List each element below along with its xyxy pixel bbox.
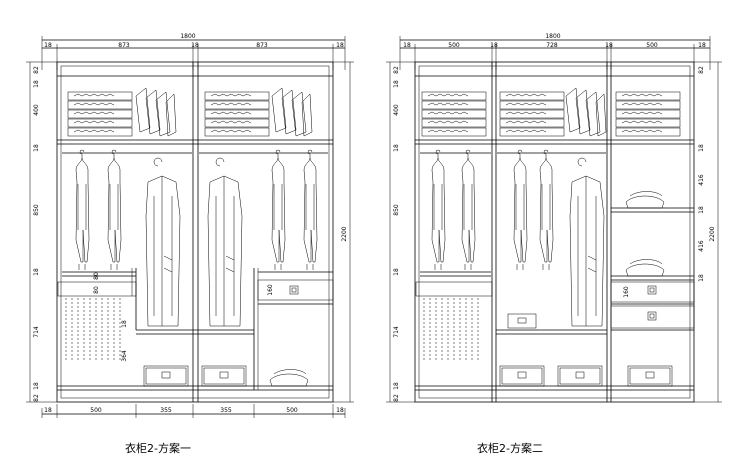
scheme2-left-h-7: 714 <box>393 326 400 338</box>
scheme1-top-total: 1800 <box>180 33 195 40</box>
scheme2-right-h-6: 18 <box>698 274 705 282</box>
scheme1-top-part-5: 18 <box>336 42 344 49</box>
scheme2-right-h-2: 18 <box>698 144 705 152</box>
scheme1-left-h-4: 18 <box>33 144 40 152</box>
scheme1-inner-1: 80 <box>93 272 100 280</box>
scheme2-top-part-3: 18 <box>490 42 498 49</box>
scheme1-right-total: 2200 <box>341 226 348 241</box>
scheme2-top-part-1: 18 <box>403 42 411 49</box>
scheme1-hanging-towels <box>65 298 121 362</box>
scheme1-left-h-7: 714 <box>33 326 40 338</box>
scheme1-inner-3: 160 <box>267 284 274 296</box>
scheme1-top-part-3: 18 <box>191 42 199 49</box>
scheme1-bottom-1: 18 <box>44 407 52 414</box>
scheme2-left-h-1: 82 <box>393 66 400 74</box>
scheme2-left-h-6: 18 <box>393 268 400 276</box>
scheme2-top-part-4: 728 <box>546 42 558 49</box>
scheme2-left-h-2: 18 <box>393 80 400 88</box>
scheme1-left-h-6: 18 <box>33 268 40 276</box>
scheme1-bottom-6: 18 <box>336 407 344 414</box>
scheme2-top-part-6: 500 <box>646 42 658 49</box>
scheme2-right-h-1: 82 <box>698 66 705 74</box>
scheme1-bottom-4: 355 <box>220 407 232 414</box>
scheme2-top-part-7: 18 <box>698 42 706 49</box>
scheme2-left-h-3: 400 <box>393 104 400 116</box>
scheme2-hanging-towels <box>423 298 479 362</box>
scheme2-right-h-5: 416 <box>698 240 705 252</box>
scheme1-left-h-1: 82 <box>33 66 40 74</box>
scheme2-top-part-2: 500 <box>448 42 460 49</box>
scheme1-bottom-2: 500 <box>90 407 102 414</box>
scheme1-top-part-2: 873 <box>118 42 130 49</box>
scheme2-inner-1: 160 <box>623 286 630 298</box>
scheme1-bottom-3: 355 <box>160 407 172 414</box>
scheme2-right-h-4: 18 <box>698 206 705 214</box>
scheme1-left-h-8: 18 <box>33 382 40 390</box>
scheme1-left-h-3: 400 <box>33 104 40 116</box>
scheme2-right-h-3: 416 <box>698 174 705 186</box>
scheme2-right-total: 2200 <box>709 226 716 241</box>
scheme2-left-h-5: 850 <box>393 204 400 216</box>
scheme2-top-part-5: 18 <box>605 42 613 49</box>
scheme1-top-part-1: 18 <box>44 42 52 49</box>
scheme1-inner-5: 364 <box>121 350 128 362</box>
scheme2-left-h-4: 18 <box>393 144 400 152</box>
scheme1-left-h-2: 18 <box>33 80 40 88</box>
scheme1-inner-4: 18 <box>121 320 128 328</box>
scheme2-left-h-8: 18 <box>393 382 400 390</box>
scheme1-drawing: 1800 18 873 18 873 18 <box>26 33 354 455</box>
scheme1-left-h-5: 850 <box>33 204 40 216</box>
scheme1-left-h-9: 82 <box>33 394 40 402</box>
scheme1-top-part-4: 873 <box>256 42 268 49</box>
scheme2-caption: 衣柜2-方案二 <box>477 441 543 455</box>
scheme2-top-total: 1800 <box>545 33 560 40</box>
scheme2-left-h-9: 82 <box>393 394 400 402</box>
scheme1-bottom-5: 500 <box>286 407 298 414</box>
scheme2-drawing: 1800 18 500 18 728 18 500 18 <box>386 33 722 455</box>
scheme1-inner-2: 80 <box>93 286 100 294</box>
scheme1-caption: 衣柜2-方案一 <box>125 441 191 455</box>
